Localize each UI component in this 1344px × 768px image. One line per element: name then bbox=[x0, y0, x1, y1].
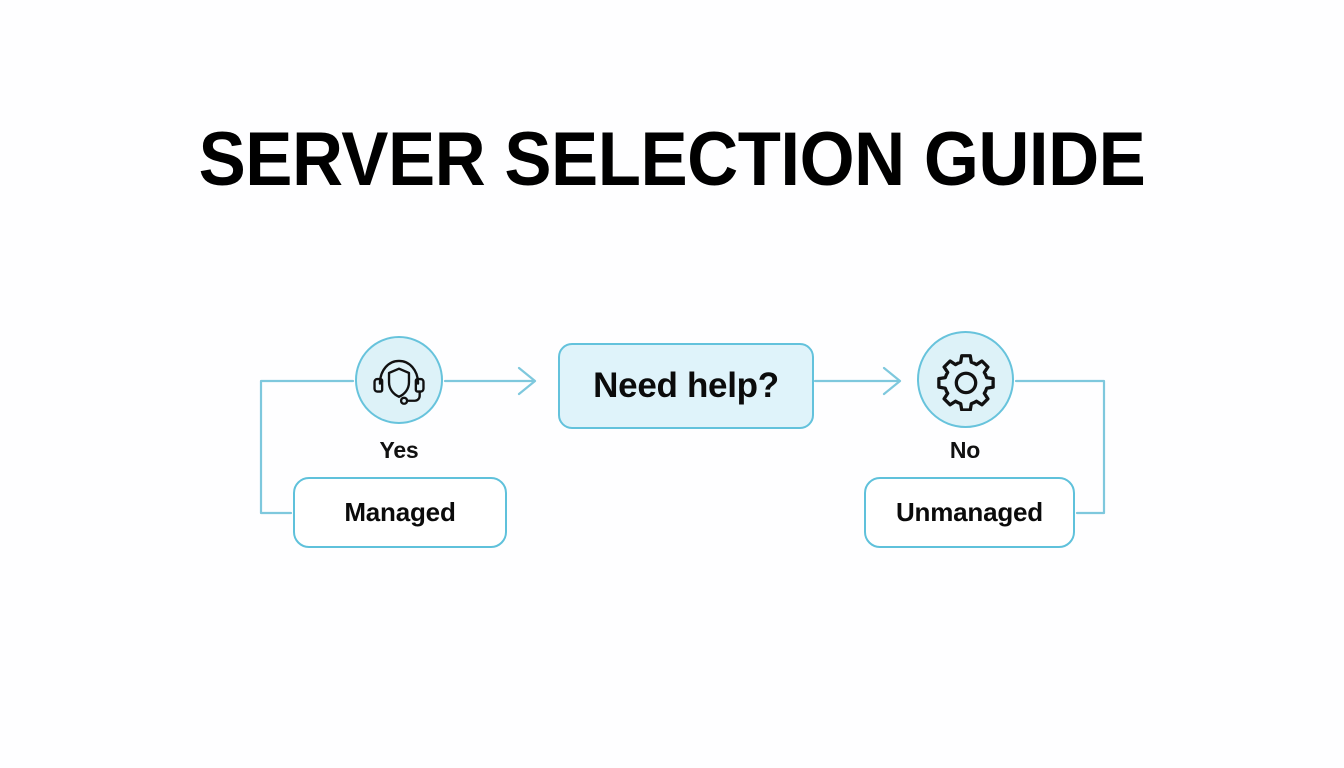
gear-icon-node[interactable] bbox=[917, 331, 1014, 428]
outcome-box-unmanaged[interactable]: Unmanaged bbox=[864, 477, 1075, 548]
page-title: SERVER SELECTION GUIDE bbox=[198, 117, 1146, 202]
gear-icon bbox=[936, 353, 995, 411]
branch-label-yes: Yes bbox=[379, 437, 419, 463]
support-icon-node[interactable] bbox=[355, 336, 443, 424]
decision-box-need-help[interactable]: Need help? bbox=[558, 343, 814, 429]
headset-support-icon bbox=[373, 359, 425, 405]
branch-label-no: No bbox=[949, 437, 981, 463]
outcome-box-managed[interactable]: Managed bbox=[293, 477, 507, 548]
arrowhead-to-decision bbox=[517, 366, 537, 396]
arrowhead-to-gear bbox=[882, 366, 902, 396]
